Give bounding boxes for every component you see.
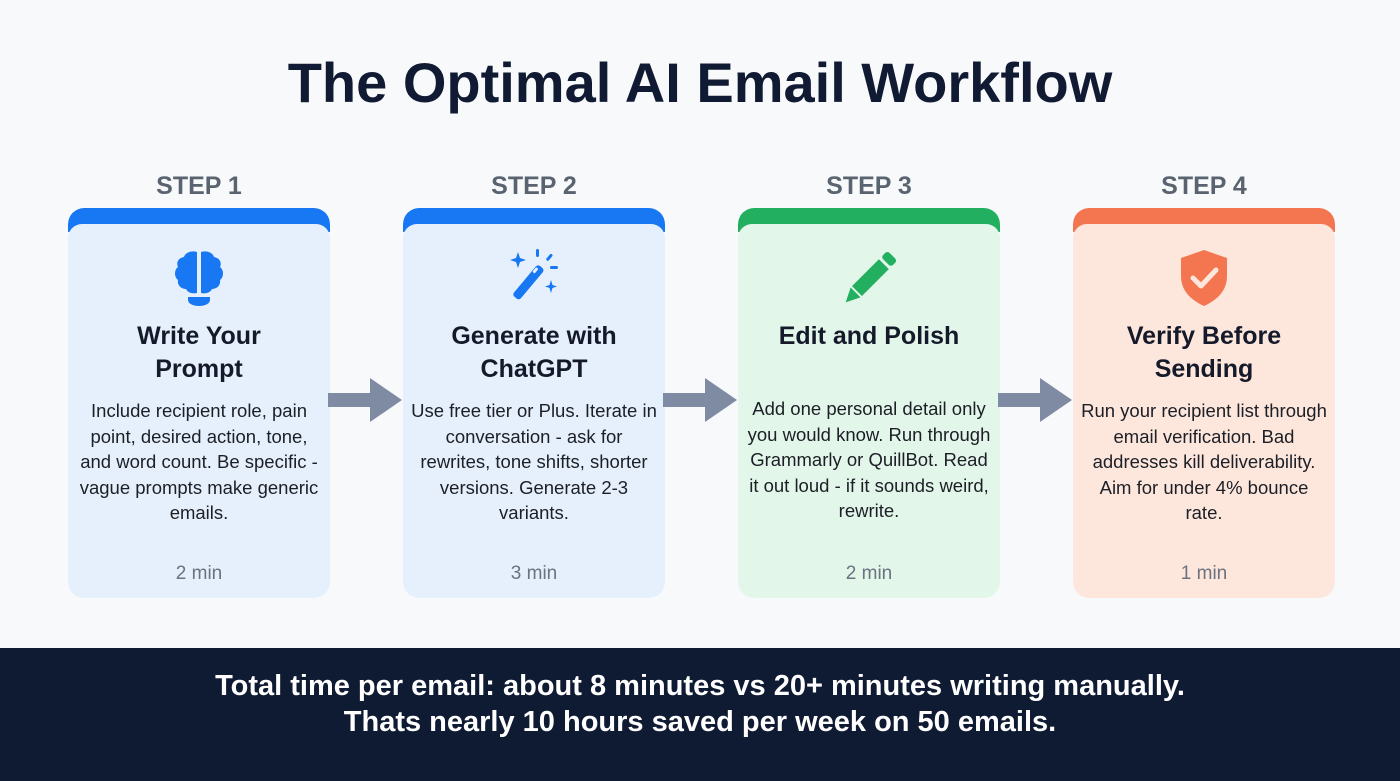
summary-line-1: Total time per email: about 8 minutes vs… — [215, 670, 1185, 702]
magic-wand-icon — [403, 248, 665, 308]
step-label: STEP 1 — [156, 172, 242, 200]
step-description: Add one personal detail only you would k… — [747, 398, 991, 522]
arrow-right-icon — [998, 378, 1072, 422]
step-2: STEP 2 Generate with ChatGPT Use free ti… — [403, 168, 665, 598]
step-title: Verify Before Sending — [1126, 322, 1282, 383]
page-title: The Optimal AI Email Workflow — [287, 51, 1113, 114]
step-time: 2 min — [845, 563, 893, 584]
step-time: 1 min — [1180, 563, 1228, 584]
step-card: Edit and Polish Add one personal detail … — [738, 208, 1000, 598]
step-4: STEP 4 Verify Before Sending Run your re… — [1073, 168, 1335, 598]
step-description: Include recipient role, pain point, desi… — [79, 400, 319, 524]
step-label: STEP 2 — [491, 172, 577, 200]
step-time: 2 min — [175, 563, 223, 584]
step-description: Use free tier or Plus. Iterate in conver… — [411, 400, 657, 524]
step-card: Write Your Prompt Include recipient role… — [68, 208, 330, 598]
brain-icon — [68, 248, 330, 308]
step-card: Verify Before Sending Run your recipient… — [1073, 208, 1335, 598]
pencil-icon — [738, 248, 1000, 308]
summary-footer: Total time per email: about 8 minutes vs… — [0, 648, 1400, 781]
arrow-right-icon — [663, 378, 737, 422]
step-label: STEP 3 — [826, 172, 912, 200]
step-label: STEP 4 — [1161, 172, 1247, 200]
step-card: Generate with ChatGPT Use free tier or P… — [403, 208, 665, 598]
step-title: Generate with ChatGPT — [451, 322, 617, 383]
shield-check-icon — [1073, 248, 1335, 308]
arrow-right-icon — [328, 378, 402, 422]
summary-line-2: Thats nearly 10 hours saved per week on … — [343, 706, 1057, 738]
step-1: STEP 1 Write Your Prompt Include recipie… — [68, 168, 330, 598]
step-title: Write Your Prompt — [137, 322, 261, 383]
step-title: Edit and Polish — [778, 322, 960, 350]
step-time: 3 min — [510, 563, 558, 584]
step-3: STEP 3 Edit and Polish Add one personal … — [738, 168, 1000, 598]
step-description: Run your recipient list through email ve… — [1081, 400, 1327, 524]
